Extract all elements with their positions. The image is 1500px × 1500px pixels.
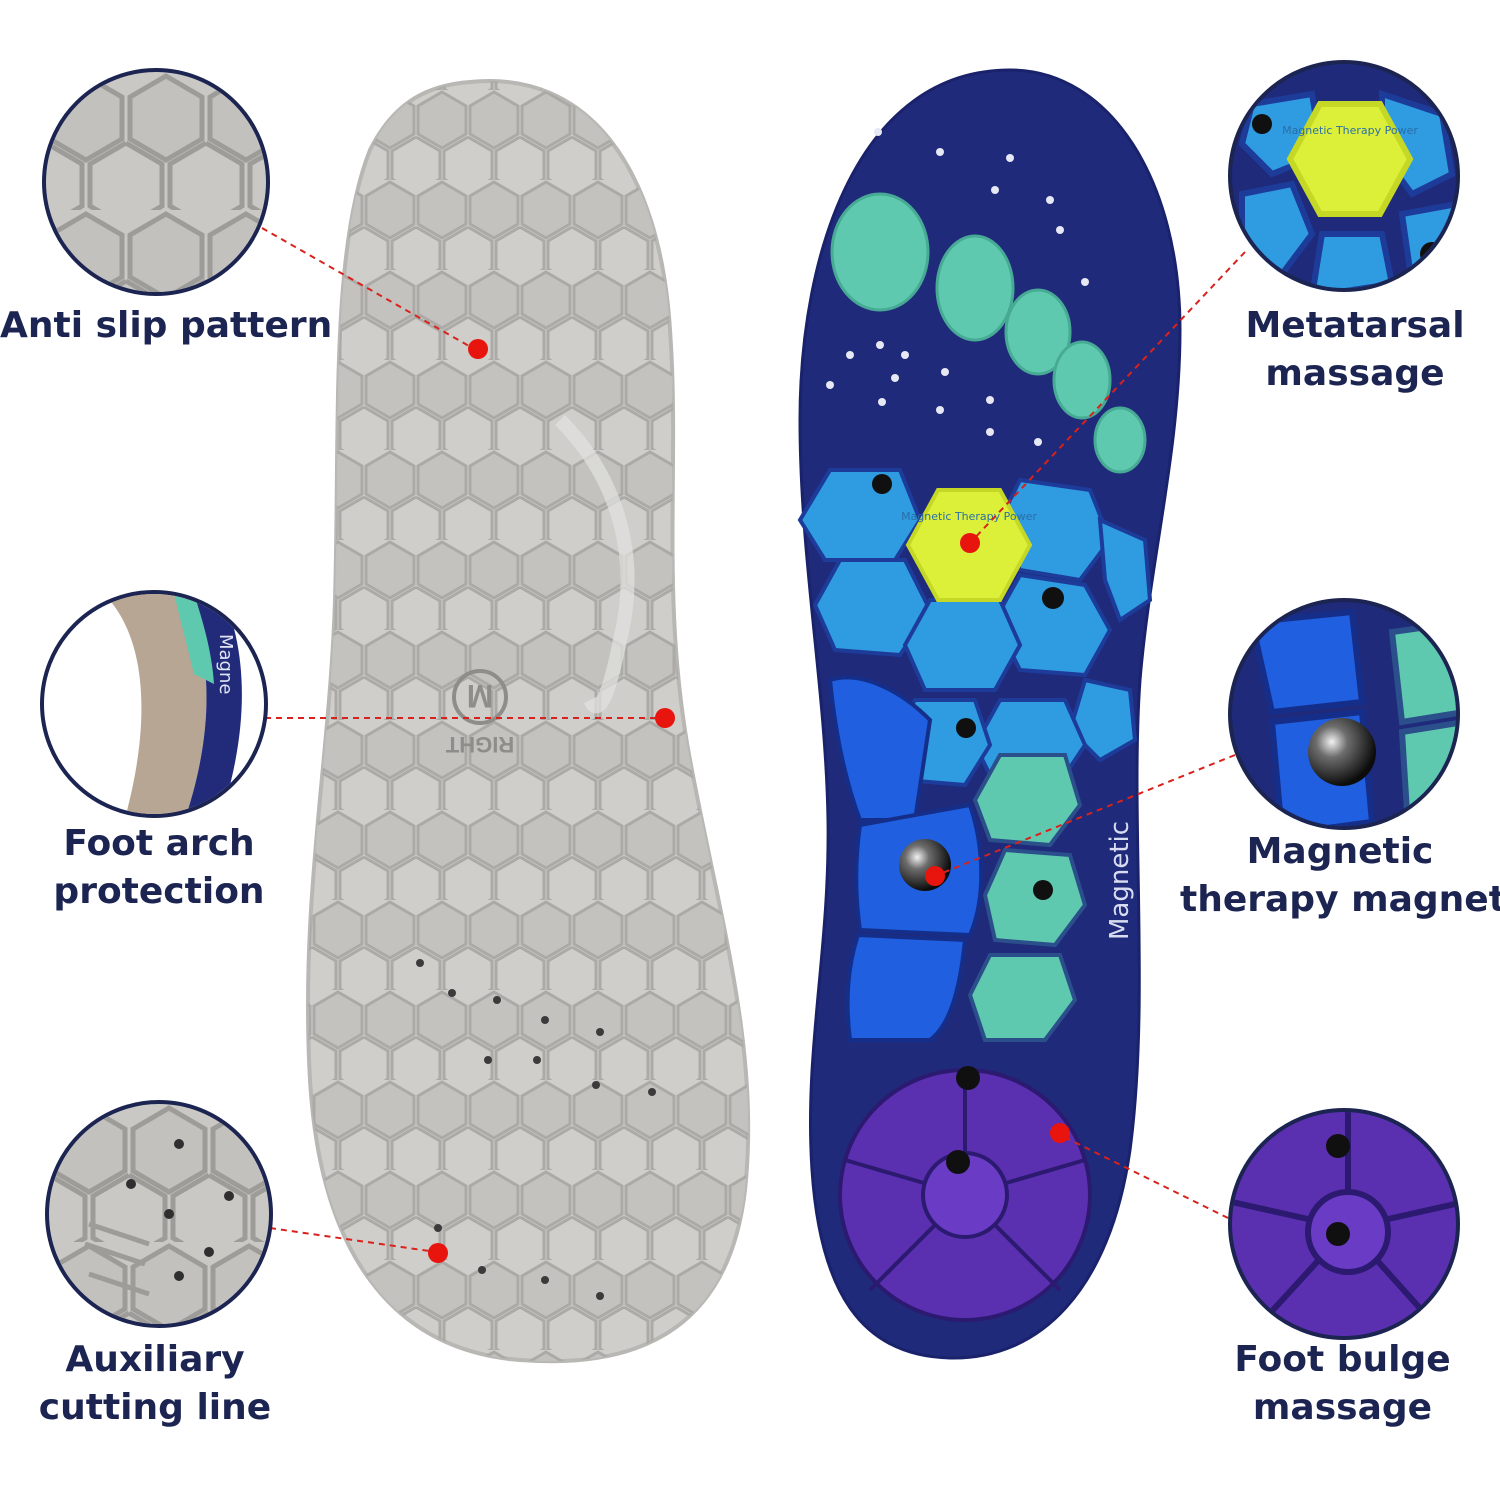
heel-pads bbox=[838, 1068, 1092, 1322]
arch-magnet-ball bbox=[899, 839, 951, 891]
zoom-metatarsal: Magnetic Therapy Power bbox=[1228, 60, 1460, 292]
callout-lines bbox=[261, 227, 1246, 1253]
label-bulge: Foot bulge massage bbox=[1200, 1336, 1485, 1432]
midfoot-pads bbox=[967, 753, 1088, 1042]
zoom-arch: Magne bbox=[40, 590, 268, 818]
magnetic-vertical-text: Magnetic bbox=[1105, 821, 1135, 940]
vent-holes bbox=[416, 959, 656, 1300]
label-bulge-line2: massage bbox=[1252, 1387, 1433, 1428]
zoom-badge-text: Magnetic Therapy Power bbox=[1282, 124, 1418, 137]
label-cutting-line1: Auxiliary bbox=[65, 1339, 245, 1380]
zoom-anti-slip bbox=[42, 68, 270, 296]
label-cutting-line2: cutting line bbox=[38, 1387, 272, 1428]
label-magnet: Magnetic therapy magnet bbox=[1180, 828, 1500, 924]
size-stamp: M RIGHT bbox=[445, 669, 514, 757]
insole-bottom: M RIGHT bbox=[305, 79, 751, 1364]
massage-nubs bbox=[872, 474, 1064, 1174]
label-magnet-line2: therapy magnet bbox=[1180, 879, 1500, 920]
air-holes bbox=[826, 128, 1089, 446]
label-arch-line2: protection bbox=[53, 871, 265, 912]
label-cutting: Auxiliary cutting line bbox=[0, 1336, 310, 1432]
label-anti-slip-line1: Anti slip pattern bbox=[0, 305, 333, 346]
label-arch-line1: Foot arch bbox=[63, 823, 255, 864]
label-arch: Foot arch protection bbox=[0, 820, 318, 916]
callout-markers bbox=[428, 339, 1070, 1263]
label-magnet-line1: Magnetic bbox=[1246, 831, 1434, 872]
arch-zoom-text: Magne bbox=[215, 634, 236, 694]
label-metatarsal-line2: massage bbox=[1265, 353, 1445, 394]
label-bulge-line1: Foot bulge bbox=[1234, 1339, 1451, 1380]
side-mark: RIGHT bbox=[445, 732, 514, 757]
zoom-cutting bbox=[45, 1100, 273, 1328]
size-mark: M bbox=[467, 678, 494, 714]
zoom-magnet bbox=[1228, 598, 1460, 830]
arch-pads bbox=[827, 675, 984, 1042]
label-metatarsal-line1: Metatarsal bbox=[1245, 305, 1465, 346]
zoom-bulge bbox=[1228, 1108, 1460, 1340]
toe-pads bbox=[830, 192, 1147, 474]
magnet-badge-text: Magnetic Therapy Power bbox=[901, 510, 1037, 523]
label-metatarsal: Metatarsal massage bbox=[1210, 302, 1500, 398]
label-anti-slip: Anti slip pattern bbox=[0, 302, 333, 350]
insole-top: Magnetic Therapy Power bbox=[797, 68, 1182, 1360]
